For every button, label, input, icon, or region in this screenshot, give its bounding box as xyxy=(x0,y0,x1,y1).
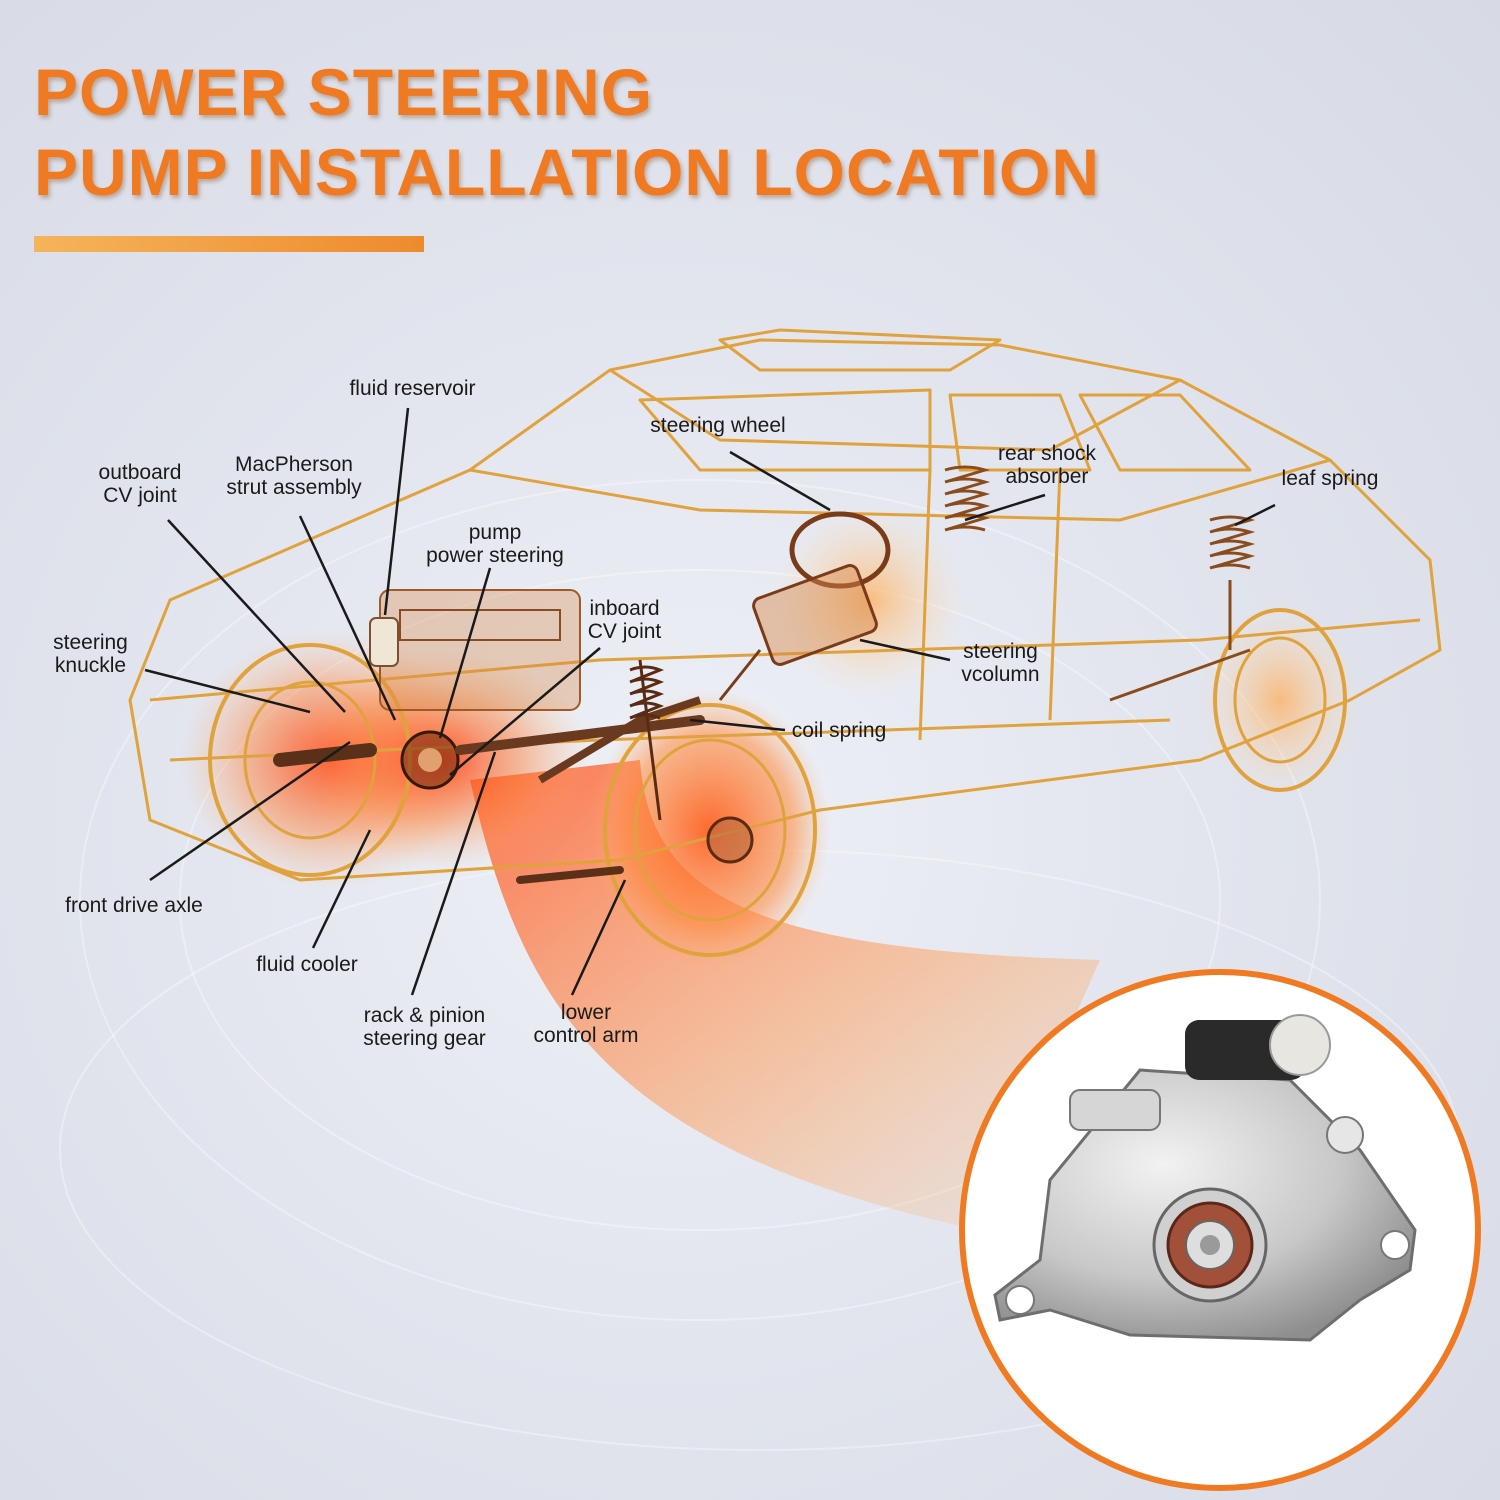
label-steering-column: steering vcolumn xyxy=(961,640,1040,686)
fluid-reservoir-tank xyxy=(369,617,399,667)
front-suspension xyxy=(629,659,754,864)
title-line-2: PUMP INSTALLATION LOCATION xyxy=(34,135,1101,209)
label-steering-knuckle: steering knuckle xyxy=(53,631,128,677)
leader-lines xyxy=(144,407,1276,996)
label-front-drive-axle: front drive axle xyxy=(65,894,203,917)
label-rack-pinion-steering-gear: rack & pinion steering gear xyxy=(363,1004,486,1050)
label-coil-spring: coil spring xyxy=(791,719,887,742)
label-rear-shock-absorber: rear shock absorber xyxy=(997,442,1097,488)
label-outboard-cv-joint: outboard CV joint xyxy=(98,461,182,507)
rear-suspension xyxy=(944,465,1256,702)
title-underline xyxy=(34,236,424,252)
page-title: POWER STEERING PUMP INSTALLATION LOCATIO… xyxy=(34,52,1100,212)
label-fluid-cooler: fluid cooler xyxy=(256,953,358,976)
power-steering-pump-icon xyxy=(959,969,1481,1491)
label-lower-control-arm: lower control arm xyxy=(533,1001,639,1047)
label-macpherson-strut-assembly: MacPherson strut assembly xyxy=(226,453,362,499)
steering-wheel-glow xyxy=(775,505,965,695)
title-line-1: POWER STEERING xyxy=(34,55,654,129)
label-leaf-spring: leaf spring xyxy=(1281,467,1379,490)
label-pump-power-steering: pump power steering xyxy=(426,521,564,567)
label-inboard-cv-joint: inboard CV joint xyxy=(587,597,662,643)
steering-system xyxy=(718,511,891,701)
engine-assembly xyxy=(273,589,705,884)
label-steering-wheel: steering wheel xyxy=(650,414,786,437)
label-fluid-reservoir: fluid reservoir xyxy=(349,377,476,400)
